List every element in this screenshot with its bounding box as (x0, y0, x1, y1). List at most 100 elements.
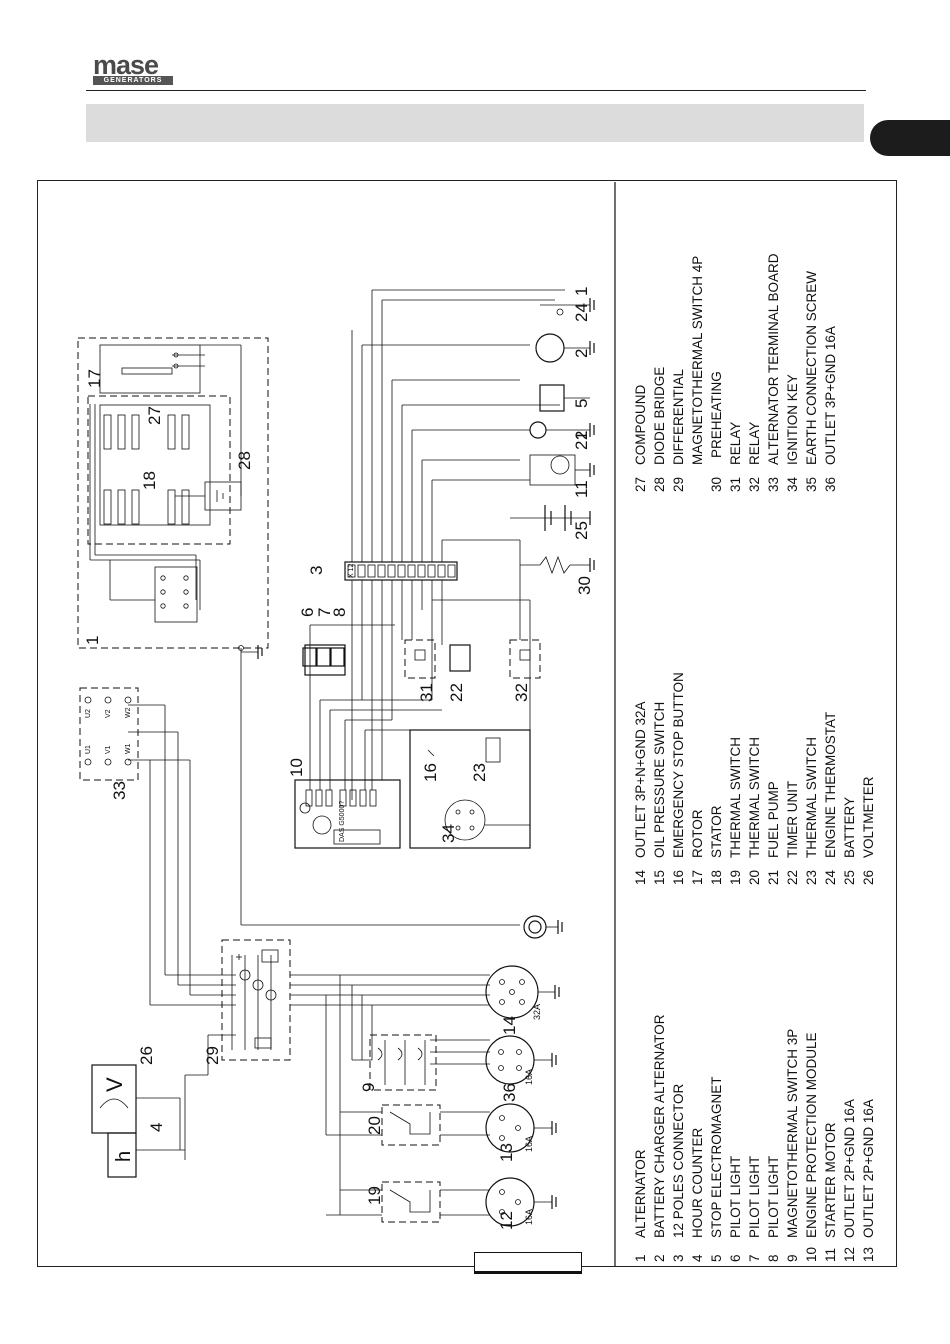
legend-text: MAGNETOTHERMAL SWITCH 3P (785, 1029, 800, 1238)
outlet-12-rating: 16A (524, 1209, 534, 1225)
label-23: 23 (470, 763, 489, 782)
label-27: 27 (145, 406, 164, 425)
legend-text: THERMAL SWITCH (804, 737, 819, 858)
label-11: 11 (572, 480, 591, 498)
logo-wordmark: mase (93, 50, 159, 80)
terminal-w1: W1 (125, 743, 132, 754)
connector-12-pole-3 (344, 561, 458, 581)
label-24: 24 (572, 303, 591, 322)
legend-num: 6 (728, 1254, 743, 1262)
legend-text: THERMAL SWITCH (747, 737, 762, 858)
preheating-30 (520, 555, 595, 575)
legend-text: THERMAL SWITCH (728, 737, 743, 858)
label-34: 34 (439, 824, 458, 843)
legend-text: VOLTMETER (861, 776, 876, 858)
label-29: 29 (203, 1046, 222, 1065)
label-20: 20 (365, 1116, 384, 1135)
legend-text: RELAY (747, 422, 762, 465)
legend-text: OUTLET 2P+GND 16A (861, 1099, 876, 1238)
legend-num: 17 (690, 870, 705, 885)
terminal-w2: W2 (125, 707, 132, 718)
legend-num: 14 (633, 869, 648, 885)
legend-text: PILOT LIGHT (766, 1156, 781, 1238)
label-32: 32 (512, 683, 531, 702)
legend-text: DIFFERENTIAL (671, 368, 686, 465)
legend-num: 25 (842, 870, 857, 885)
legend-text: BATTERY (842, 797, 857, 858)
legend-num: 20 (747, 870, 762, 885)
label-18: 18 (140, 471, 159, 490)
earth-screw (241, 915, 563, 939)
terminal-v1: V1 (105, 745, 112, 754)
page-number-tab (474, 1252, 582, 1274)
legend-text: TIMER UNIT (785, 781, 800, 858)
legend-text: MAGNETOTHERMAL SWITCH 4P (690, 256, 705, 465)
legend-text: COMPOUND (633, 385, 648, 465)
engine-protection-module-10 (294, 779, 401, 849)
label-10: 10 (287, 758, 306, 777)
outlet-13 (485, 1103, 557, 1153)
legend-text: ALTERNATOR TERMINAL BOARD (766, 253, 781, 465)
module-code: DAS G5000? (339, 801, 346, 842)
legend-num: 16 (671, 870, 686, 885)
legend-text: IGNITION KEY (785, 374, 800, 465)
thermal-switch-19 (381, 1181, 441, 1223)
legend-text: STOP ELECTROMAGNET (709, 1076, 724, 1238)
legend-num: 22 (785, 870, 800, 885)
label-33: 33 (110, 781, 129, 800)
label-17: 17 (85, 369, 104, 388)
main-power-wires (128, 704, 236, 1006)
legend-num: 26 (861, 870, 876, 885)
fuel-pump-21 (529, 421, 595, 439)
legend-text: OUTLET 3P+N+GND 32A (633, 701, 648, 858)
legend-text: ENGINE PROTECTION MODULE (804, 1032, 819, 1238)
terminal-u2: U2 (85, 709, 92, 718)
legend-num: 21 (766, 870, 781, 885)
legend-num: 2 (652, 1254, 667, 1262)
legend-text: FUEL PUMP (766, 781, 781, 858)
legend-num: 11 (823, 1248, 838, 1262)
legend-num: 30 (709, 477, 724, 492)
legend-num: 28 (652, 477, 667, 492)
legend-num: 1 (633, 1254, 648, 1262)
legend-text: OUTLET 2P+GND 16A (842, 1099, 857, 1238)
differential-29 (221, 939, 291, 1061)
legend-text: 12 POLES CONNECTOR (671, 1083, 686, 1238)
outlet-wires (136, 974, 490, 1216)
label-1-right: 1 (572, 287, 591, 296)
legend-num: 9 (785, 1254, 800, 1262)
magnetothermal-9 (369, 1034, 437, 1091)
legend-num: 24 (823, 869, 838, 885)
label-31: 31 (417, 683, 436, 702)
pilot-lights (302, 644, 346, 676)
legend-text: PREHEATING (709, 371, 724, 458)
terminal-v2: V2 (105, 709, 112, 718)
label-13: 13 (497, 1143, 516, 1162)
legend-text: RELAY (728, 422, 743, 465)
legend-num: 19 (728, 870, 743, 885)
legend: 1 ALTERNATOR 2 BATTERY CHARGER ALTERNATO… (633, 253, 876, 1262)
legend-num: 12 (842, 1247, 857, 1262)
legend-text: HOUR COUNTER (690, 1128, 705, 1238)
legend-text: ROTOR (690, 809, 705, 858)
starter-motor-11 (529, 454, 595, 486)
outlet-32a-rating: 32A (532, 1004, 542, 1020)
label-14: 14 (500, 1016, 519, 1035)
legend-text: EMERGENCY STOP BUTTON (671, 672, 686, 858)
outlet-36 (485, 1035, 557, 1085)
label-8: 8 (330, 608, 349, 617)
legend-num: 23 (804, 870, 819, 885)
ignition-key-34 (409, 729, 531, 849)
legend-num: 8 (766, 1254, 781, 1262)
label-22: 22 (447, 683, 466, 702)
legend-text: ENGINE THERMOSTAT (823, 712, 838, 858)
logo-subtitle: GENERATORS (93, 76, 173, 85)
thermal-switch-20 (381, 1104, 441, 1146)
battery-25 (510, 505, 591, 531)
legend-num: 13 (861, 1247, 876, 1262)
legend-text: PILOT LIGHT (728, 1156, 743, 1238)
legend-num: 3 (671, 1254, 686, 1262)
label-9: 9 (359, 1083, 378, 1092)
timer-unit-22 (449, 644, 471, 672)
